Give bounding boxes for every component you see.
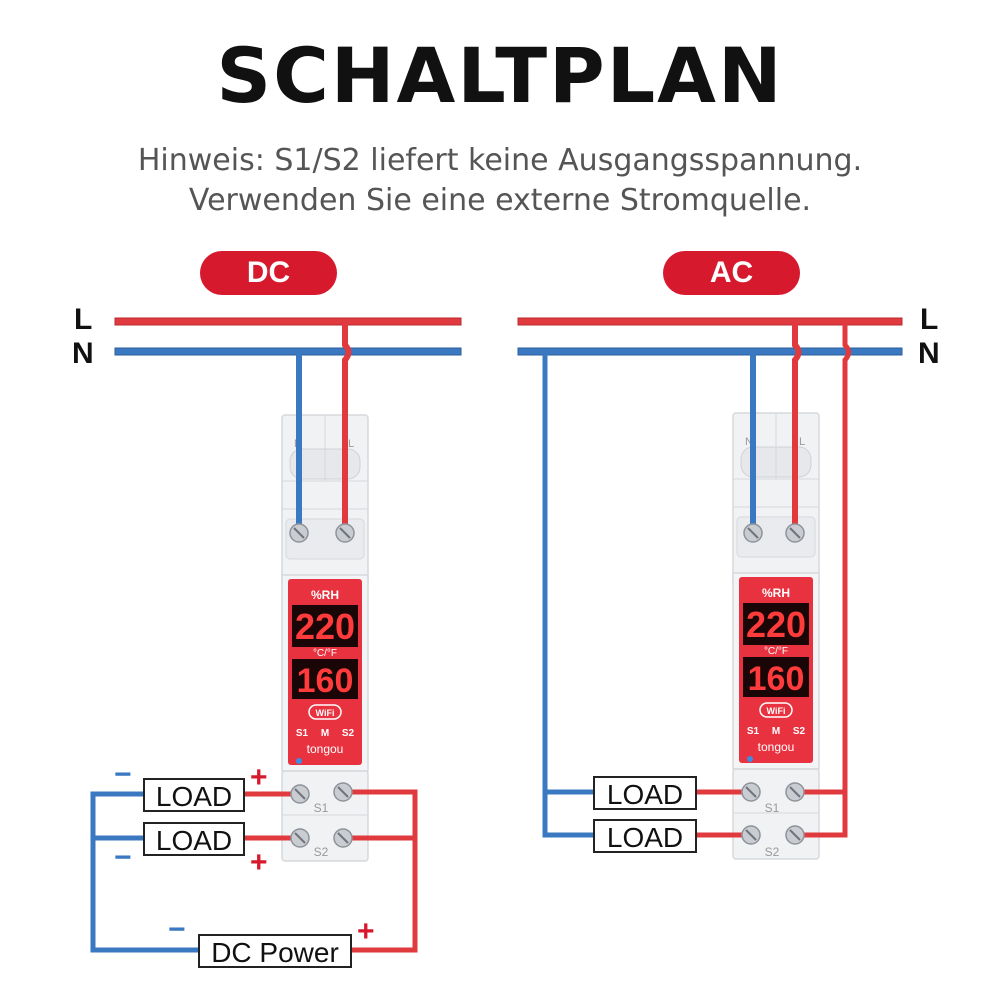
ac-load-2: LOAD — [593, 819, 697, 853]
page-title: SCHALTPLAN — [216, 31, 784, 120]
note-line-2: Verwenden Sie eine externe Stromquelle. — [188, 183, 812, 218]
dc-btn-s2: S2 — [342, 728, 355, 739]
dc-live-drop — [342, 322, 352, 535]
dc-minus-wire — [90, 791, 198, 953]
dc-label-l: L — [74, 303, 93, 336]
ac-wifi-icon: WiFi — [767, 706, 786, 716]
dc-load2-plus-sign: + — [250, 846, 268, 879]
dc-live-bus — [114, 317, 462, 326]
ac-display-bottom: 160 — [748, 660, 805, 698]
dc-btn-s1: S1 — [296, 728, 309, 739]
dc-label-n: N — [72, 337, 94, 370]
ac-load-1: LOAD — [593, 776, 697, 810]
ac-device: N L %RH 220 °C/°F 160 WiFi S1 M S2 tongo… — [732, 412, 820, 860]
ac-btn-s2: S2 — [793, 726, 806, 737]
ac-neutral-return — [542, 352, 593, 838]
ac-live-drop — [792, 322, 802, 535]
ac-btn-s1: S1 — [747, 726, 760, 737]
ac-out-s2: S2 — [765, 845, 780, 859]
ac-s2-common — [795, 790, 848, 838]
dc-term-l: L — [348, 438, 354, 450]
ac-label-l: L — [920, 303, 939, 336]
note-line-1: Hinweis: S1/S2 liefert keine Ausgangsspa… — [137, 143, 863, 178]
ac-term-n: N — [745, 436, 753, 448]
dc-load-1: LOAD — [143, 778, 245, 812]
ac-neutral-bus — [517, 347, 903, 356]
ac-live-common — [795, 322, 851, 795]
ac-rh-label: %RH — [762, 586, 790, 600]
dc-load1-minus-sign: − — [114, 758, 132, 791]
dc-power-minus-sign: − — [168, 913, 186, 946]
ac-label-n: N — [918, 337, 940, 370]
dc-temp-unit: °C/°F — [313, 648, 337, 659]
ac-live-bus — [517, 317, 903, 326]
dc-neutral-bus — [114, 347, 462, 356]
dc-display-top: 220 — [295, 606, 355, 647]
dc-btn-m: M — [321, 728, 329, 739]
dc-wifi-icon: WiFi — [316, 708, 335, 718]
dc-display-bottom: 160 — [297, 662, 354, 700]
ac-badge: AC — [663, 251, 800, 295]
dc-power-source: DC Power — [198, 934, 352, 968]
dc-brand-logo: tongou — [307, 742, 344, 756]
dc-rh-label: %RH — [311, 588, 339, 602]
ac-display-top: 220 — [746, 604, 806, 645]
dc-out-s2: S2 — [314, 845, 329, 859]
ac-term-l: L — [799, 436, 805, 448]
ac-temp-unit: °C/°F — [764, 646, 788, 657]
ac-out-s1: S1 — [765, 801, 780, 815]
dc-load2-minus-sign: − — [114, 841, 132, 874]
dc-load-2: LOAD — [143, 822, 245, 856]
dc-power-plus-wire — [343, 789, 418, 953]
dc-badge: DC — [200, 251, 337, 295]
dc-power-plus-sign: + — [357, 915, 375, 948]
ac-brand-logo: tongou — [758, 740, 795, 754]
ac-btn-m: M — [772, 726, 780, 737]
dc-out-s1: S1 — [314, 801, 329, 815]
dc-load1-plus-sign: + — [250, 761, 268, 794]
